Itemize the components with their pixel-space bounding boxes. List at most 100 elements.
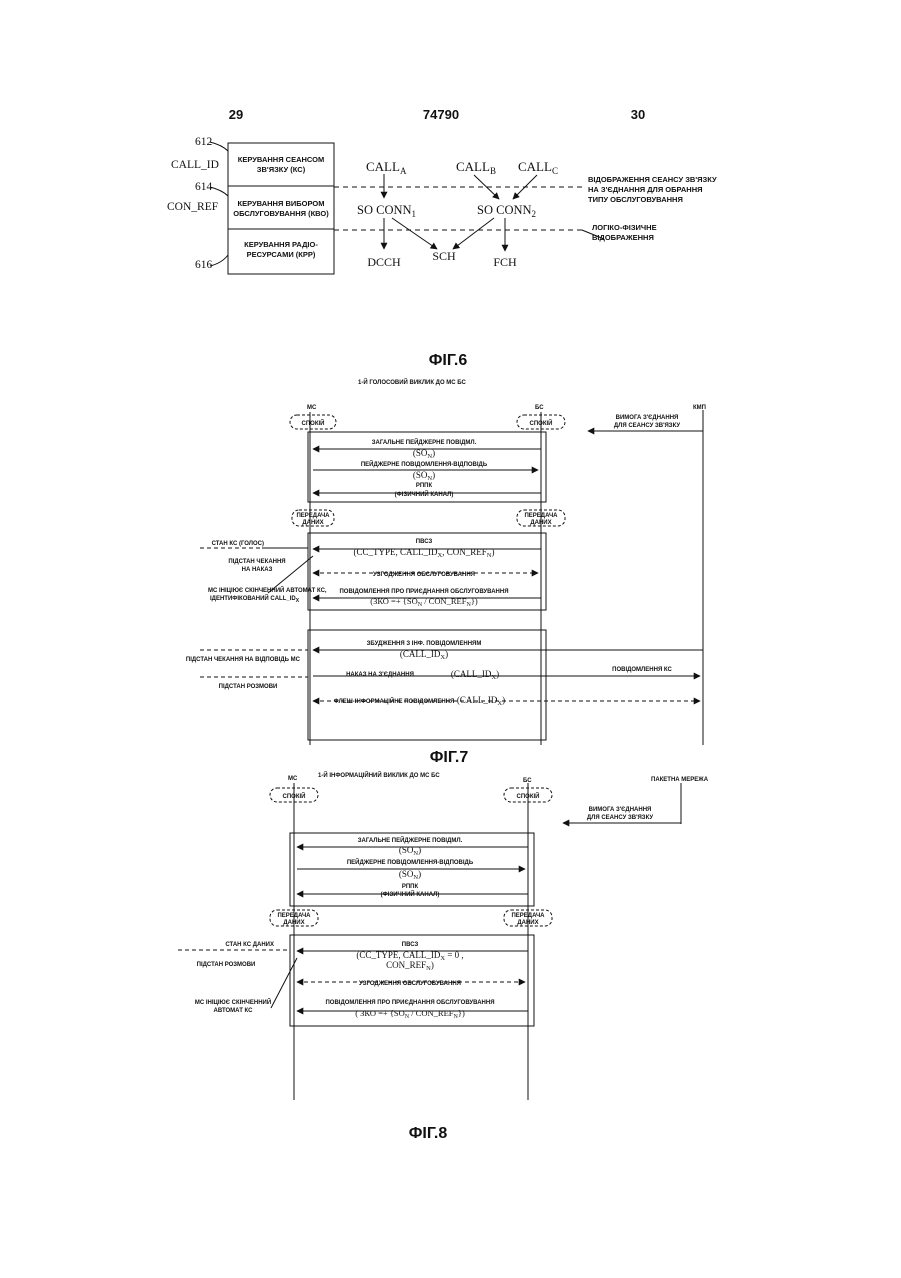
fig8-msg2-label: ПЕЙДЖЕРНЕ ПОВІДОМЛЕННЯ-ВІДПОВІДЬ <box>347 858 474 866</box>
fig7-msg5-label: УЗГОДЖЕННЯ ОБСЛУГОВУВАННЯ <box>373 572 475 578</box>
fig8-net-label: ПАКЕТНА МЕРЕЖА <box>651 777 709 783</box>
fig6-arrow-conn2-sch <box>453 218 494 249</box>
fig6-note-upper-line1: ВІДОБРАЖЕННЯ СЕАНСУ ЗВ'ЯЗКУ <box>588 175 717 184</box>
fig6-block1-line1: КЕРУВАННЯ СЕАНСОМ <box>238 155 324 164</box>
fig8-state-init-1: МС ІНІЦІЮЄ СКІНЧЕННИЙ <box>195 998 271 1006</box>
fig7-msg2-param: (SON) <box>413 470 435 482</box>
fig7-msg4-label-a: ПВСЗ <box>416 539 433 545</box>
fig8-msg6-param: ( ЗКО =+ {SON / CON_REFN}) <box>355 1008 465 1020</box>
fig8-msg1-param: (SON) <box>399 845 421 857</box>
fig8-msg2-param: (SON) <box>399 869 421 881</box>
fig8-bs-transfer-line2: ДАНИХ <box>517 920 538 926</box>
fig7-msg7-param: (CALL_IDX) <box>400 649 448 661</box>
fig8-ms-label: МС <box>288 776 298 782</box>
fig7-msg9-param: (CALL_IDX) <box>457 695 505 707</box>
fig7-ms-idle-label: СПОКІЙ <box>302 419 325 427</box>
fig7-state-wait-order-1: ПІДСТАН ЧЕКАННЯ <box>228 559 285 565</box>
fig6-block3-line2: РЕСУРСАМИ (КРР) <box>247 250 316 259</box>
fig8-state-cs-data: СТАН КС ДАНИХ <box>225 942 274 948</box>
fig8-state-init-2: АВТОМАТ КС <box>214 1008 254 1014</box>
page-number-left: 29 <box>229 107 243 122</box>
fig6-block2-line2: ОБСЛУГОВУВАННЯ (КВО) <box>233 209 329 218</box>
fig7-msg7-label: ЗБУДЖЕННЯ З ІНФ. ПОВІДОМЛЕННЯМ <box>367 641 482 647</box>
fig6-note-lower-line2: ВІДОБРАЖЕННЯ <box>592 233 654 242</box>
fig6-arrow-conn1-sch <box>392 218 437 249</box>
fig7-msg4-param: (CC_TYPE, CALL_IDX, CON_REFN) <box>354 547 495 559</box>
fig7-request-line1: ВИМОГА З'ЄДНАННЯ <box>616 415 679 421</box>
fig8-msg1-label: ЗАГАЛЬНЕ ПЕЙДЖЕРНЕ ПОВІДМЛ. <box>358 836 463 844</box>
fig6-leader-612 <box>210 142 228 151</box>
fig6-leader-616 <box>210 255 228 266</box>
fig7-msg2-label: ПЕЙДЖЕРНЕ ПОВІДОМЛЕННЯ-ВІДПОВІДЬ <box>361 460 488 468</box>
fig8-ms-transfer-line2: ДАНИХ <box>283 920 304 926</box>
fig7-msg3-label-b: (ФІЗИЧНИЙ КАНАЛ) <box>395 490 454 498</box>
fig8-msg6-label: ПОВІДОМЛЕННЯ ПРО ПРИЄДНАННЯ ОБСЛУГОВУВАН… <box>325 1000 494 1006</box>
fig7-msg1-param: (SON) <box>413 448 435 460</box>
fig6-block1-line2: ЗВ'ЯЗКУ (КС) <box>257 165 306 174</box>
fig7-msg6-param: (ЗКО =+ {SON / CON_REFN}) <box>370 596 478 608</box>
fig7-msg3-label-a: РППК <box>416 483 433 489</box>
fig6-so-conn2: SO CONN2 <box>477 203 536 219</box>
fig6-note-upper-line3: ТИПУ ОБСЛУГОВУВАННЯ <box>588 195 683 204</box>
fig8-state-talk: ПІДСТАН РОЗМОВИ <box>197 962 256 968</box>
fig7-request-line2: ДЛЯ СЕАНСУ ЗВ'ЯЗКУ <box>614 423 681 429</box>
fig7-title: 1-Й ГОЛОСОВИЙ ВИКЛИК ДО МС БС <box>358 378 467 386</box>
fig6-arrow-callb-conn2 <box>474 175 499 199</box>
fig7-msg8-cs-label: ПОВІДОМЛЕННЯ КС <box>612 667 672 673</box>
fig6-ref-612: 612 <box>195 136 213 148</box>
fig6-channel-dcch: DCCH <box>367 255 401 269</box>
fig7-ms-label: МС <box>307 405 317 411</box>
fig7-msg9-label: ФЛЕШ-ІНФОРМАЦІЙНЕ ПОВІДОМЛЕННЯ <box>334 697 455 705</box>
fig6-leader-614 <box>210 187 228 196</box>
fig8-title: 1-Й ІНФОРМАЦІЙНИЙ ВИКЛИК ДО МС БС <box>318 771 440 779</box>
patent-number: 74790 <box>423 107 459 122</box>
fig6-label-con-ref: CON_REF <box>167 201 218 213</box>
fig8-ms-transfer-line1: ПЕРЕДАЧА <box>277 913 311 919</box>
fig7-kmp-label: КМП <box>693 405 706 411</box>
fig8-msg5-label: УЗГОДЖЕННЯ ОБСЛУГОВУВАННЯ <box>359 981 461 987</box>
fig8-ms-idle-label: СПОКІЙ <box>283 792 306 800</box>
fig6-so-conn1: SO CONN1 <box>357 203 416 219</box>
fig7-msg8-label: НАКАЗ НА З'ЄДНАННЯ <box>346 672 414 678</box>
fig6-call-a: CALLA <box>366 159 407 176</box>
fig6-label-call-id: CALL_ID <box>171 159 219 171</box>
page-number-right: 30 <box>631 107 645 122</box>
fig6-caption: ФІГ.6 <box>429 352 468 369</box>
fig6-block2-line1: КЕРУВАННЯ ВИБОРОМ <box>238 199 325 208</box>
fig8-caption: ФІГ.8 <box>409 1125 448 1142</box>
fig8-msg3-label-b: (ФІЗИЧНИЙ КАНАЛ) <box>381 890 440 898</box>
fig8-bs-idle-label: СПОКІЙ <box>517 792 540 800</box>
fig6-block3-line1: КЕРУВАННЯ РАДІО- <box>244 240 318 249</box>
fig7-ms-transfer-line1: ПЕРЕДАЧА <box>296 513 330 519</box>
fig7-bs-transfer-line2: ДАНИХ <box>530 520 551 526</box>
fig8-msg3-label-a: РППК <box>402 884 419 890</box>
fig8-msg4-label-a: ПВСЗ <box>402 942 419 948</box>
fig7-ms-transfer-line2: ДАНИХ <box>302 520 323 526</box>
fig7-caption: ФІГ.7 <box>430 749 469 766</box>
fig8-request-line2: ДЛЯ СЕАНСУ ЗВ'ЯЗКУ <box>587 815 654 821</box>
fig7-state-talk: ПІДСТАН РОЗМОВИ <box>219 684 278 690</box>
fig7-bs-transfer-line1: ПЕРЕДАЧА <box>524 513 558 519</box>
fig6-note-lower-line1: ЛОГІКО-ФІЗИЧНЕ <box>592 223 657 232</box>
fig8-bs-transfer-line1: ПЕРЕДАЧА <box>511 913 545 919</box>
fig7-msg8-param: (CALL_IDX) <box>451 669 499 681</box>
fig7-state-init-1: МС ІНІЦІЮЄ СКІНЧЕННИЙ АВТОМАТ КС, <box>208 586 327 594</box>
fig6-channel-sch: SCH <box>432 249 456 263</box>
fig6-call-c: CALLC <box>518 159 558 176</box>
fig8-state-leader-init <box>271 958 297 1008</box>
fig6-channel-fch: FCH <box>493 255 517 269</box>
fig7-state-cs-voice: СТАН КС (ГОЛОС) <box>212 541 264 547</box>
fig7-bs-label: БС <box>535 405 544 411</box>
fig7-state-wait-answer: ПІДСТАН ЧЕКАННЯ НА ВІДПОВІДЬ МС <box>186 657 301 663</box>
fig6-ref-616: 616 <box>195 259 213 271</box>
fig7-bs-idle-label: СПОКІЙ <box>530 419 553 427</box>
fig7-state-init-2: ІДЕНТИФІКОВАНИЙ CALL_IDX <box>210 594 300 604</box>
fig7-msg1-label: ЗАГАЛЬНЕ ПЕЙДЖЕРНЕ ПОВІДМЛ. <box>372 438 477 446</box>
fig7-state-wait-order-2: НА НАКАЗ <box>242 567 273 573</box>
fig8-request-line1: ВИМОГА З'ЄДНАННЯ <box>589 807 652 813</box>
fig8-msg4-param-b: CON_REFN) <box>386 960 434 972</box>
fig6-ref-614: 614 <box>195 181 213 193</box>
fig6-call-b: CALLB <box>456 159 496 176</box>
